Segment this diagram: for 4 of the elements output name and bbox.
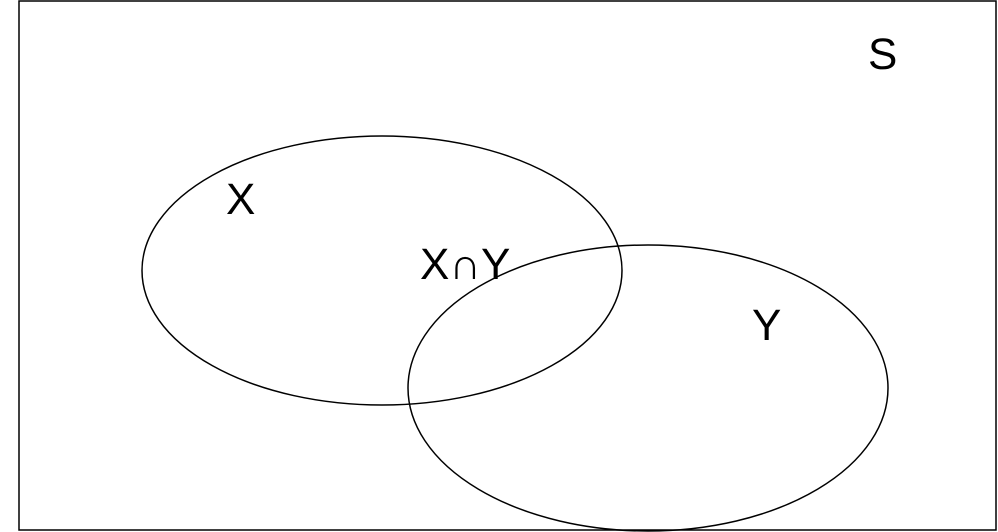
intersection-label: X∩Y: [420, 243, 510, 287]
set-label: S: [868, 33, 898, 77]
set-label: Y: [752, 304, 782, 348]
set-label: X: [226, 178, 256, 222]
